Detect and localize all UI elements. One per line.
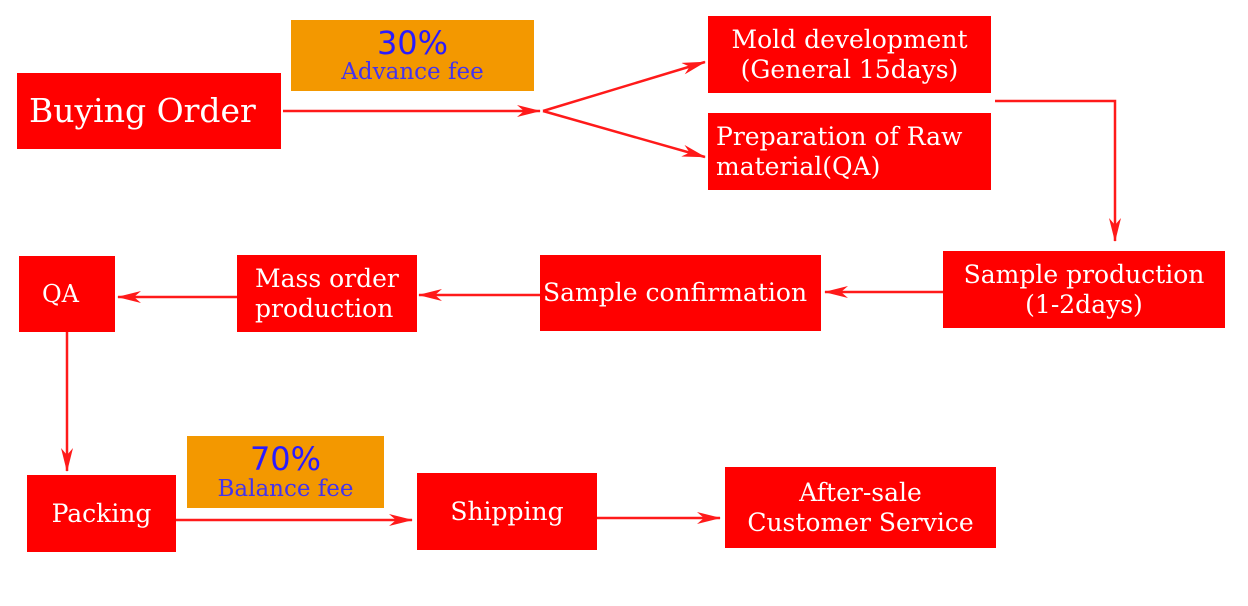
balance-fee-percent: 70% — [249, 440, 322, 479]
advance-fee-percent: 30% — [376, 23, 449, 62]
node-packing: Packing — [27, 475, 176, 552]
node-raw-material: Preparation of Raw material(QA) — [708, 113, 991, 190]
node-label: Customer Service — [747, 507, 974, 537]
node-mass-order-production: Mass order production — [237, 255, 417, 332]
node-label: Packing — [51, 498, 152, 528]
node-label: Shipping — [450, 496, 564, 526]
arrow-split-to-mold — [542, 60, 706, 113]
advance-fee-label: 30% Advance fee — [291, 20, 534, 91]
node-label: Sample confirmation — [543, 278, 808, 307]
node-label: QA — [42, 279, 80, 308]
node-label: Buying Order — [29, 91, 256, 131]
node-sample-production: Sample production (1-2days) — [943, 251, 1225, 328]
node-mold-development: Mold development (General 15days) — [708, 16, 991, 93]
node-label: Mold development — [731, 24, 968, 54]
node-label: (General 15days) — [740, 54, 959, 84]
arrow-split-to-raw — [542, 109, 706, 159]
advance-fee-text: Advance fee — [341, 59, 484, 86]
node-shipping: Shipping — [417, 473, 597, 550]
node-qa: QA — [19, 256, 115, 332]
node-label: Preparation of Raw — [716, 121, 963, 151]
node-label: Mass order — [255, 263, 399, 293]
balance-fee-label: 70% Balance fee — [187, 436, 384, 508]
node-label: material(QA) — [716, 151, 881, 181]
node-label: production — [255, 293, 394, 323]
node-label: (1-2days) — [1025, 289, 1143, 319]
node-sample-confirmation: Sample confirmation — [540, 255, 821, 331]
node-label: Sample production — [963, 259, 1205, 289]
balance-fee-text: Balance fee — [217, 475, 354, 502]
node-buying-order: Buying Order — [17, 73, 281, 149]
node-label: After-sale — [799, 477, 922, 507]
node-after-sale: After-sale Customer Service — [725, 467, 996, 548]
arrow-mold-to-sample-production — [995, 99, 1121, 242]
